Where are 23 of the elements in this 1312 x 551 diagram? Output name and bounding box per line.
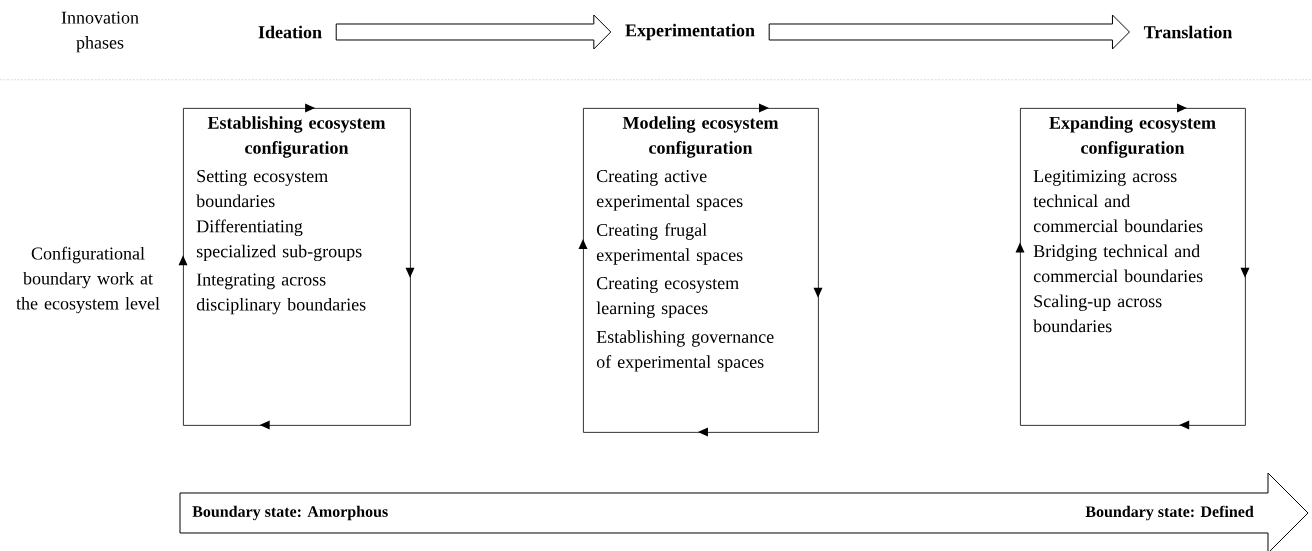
list-item: Legitimizing across technical and commercial boundaries: [1033, 170, 1203, 233]
list-item: Creating frugal experimental spaces: [596, 223, 743, 265]
phase-label: Experimentation: [625, 23, 755, 41]
process-box: [178, 103, 415, 430]
block-arrow: [768, 14, 1130, 50]
list-item: Setting ecosystem boundaries: [196, 170, 328, 208]
process-box: [578, 103, 823, 437]
side-label: Innovation phases: [61, 11, 139, 53]
side-label: Configurational boundary work at the ecosystem level: [16, 246, 160, 314]
box-heading: Modeling ecosystem configuration: [622, 116, 779, 158]
box-heading: Establishing ecosystem configuration: [207, 116, 386, 158]
list-item: Bridging technical and commercial boundaries: [1033, 244, 1203, 283]
list-item: Establishing governance of experimental spaces: [596, 330, 774, 372]
list-item: Scaling-up across boundaries: [1033, 294, 1162, 333]
block-arrow: [335, 14, 612, 50]
process-box: [1015, 103, 1250, 430]
list-item: Creating active experimental spaces: [596, 170, 743, 211]
phase-label: Ideation: [258, 25, 322, 39]
list-item: Integrating across disciplinary boundaries: [196, 273, 366, 315]
list-item: Differentiating specialized sub-groups: [196, 219, 362, 262]
phase-label: Translation: [1143, 25, 1233, 39]
box-heading: Expanding ecosystem configuration: [1049, 116, 1216, 158]
list-item: Creating ecosystem learning spaces: [596, 277, 739, 318]
